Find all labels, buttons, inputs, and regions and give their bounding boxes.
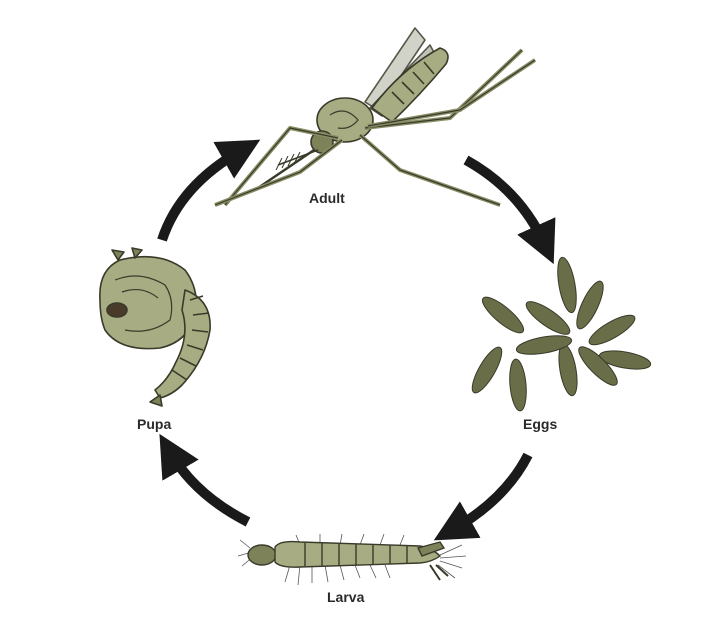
label-pupa: Pupa (137, 416, 171, 432)
label-larva: Larva (327, 589, 364, 605)
label-adult: Adult (309, 190, 345, 206)
larva-illustration (238, 534, 466, 585)
arrow-pupa-to-adult (162, 150, 242, 240)
arrow-larva-to-pupa (170, 452, 248, 522)
arrow-adult-to-eggs (466, 160, 545, 245)
pupa-illustration (100, 248, 210, 406)
arrow-eggs-to-larva (452, 455, 528, 530)
eggs-illustration (467, 256, 652, 412)
label-eggs: Eggs (523, 416, 557, 432)
